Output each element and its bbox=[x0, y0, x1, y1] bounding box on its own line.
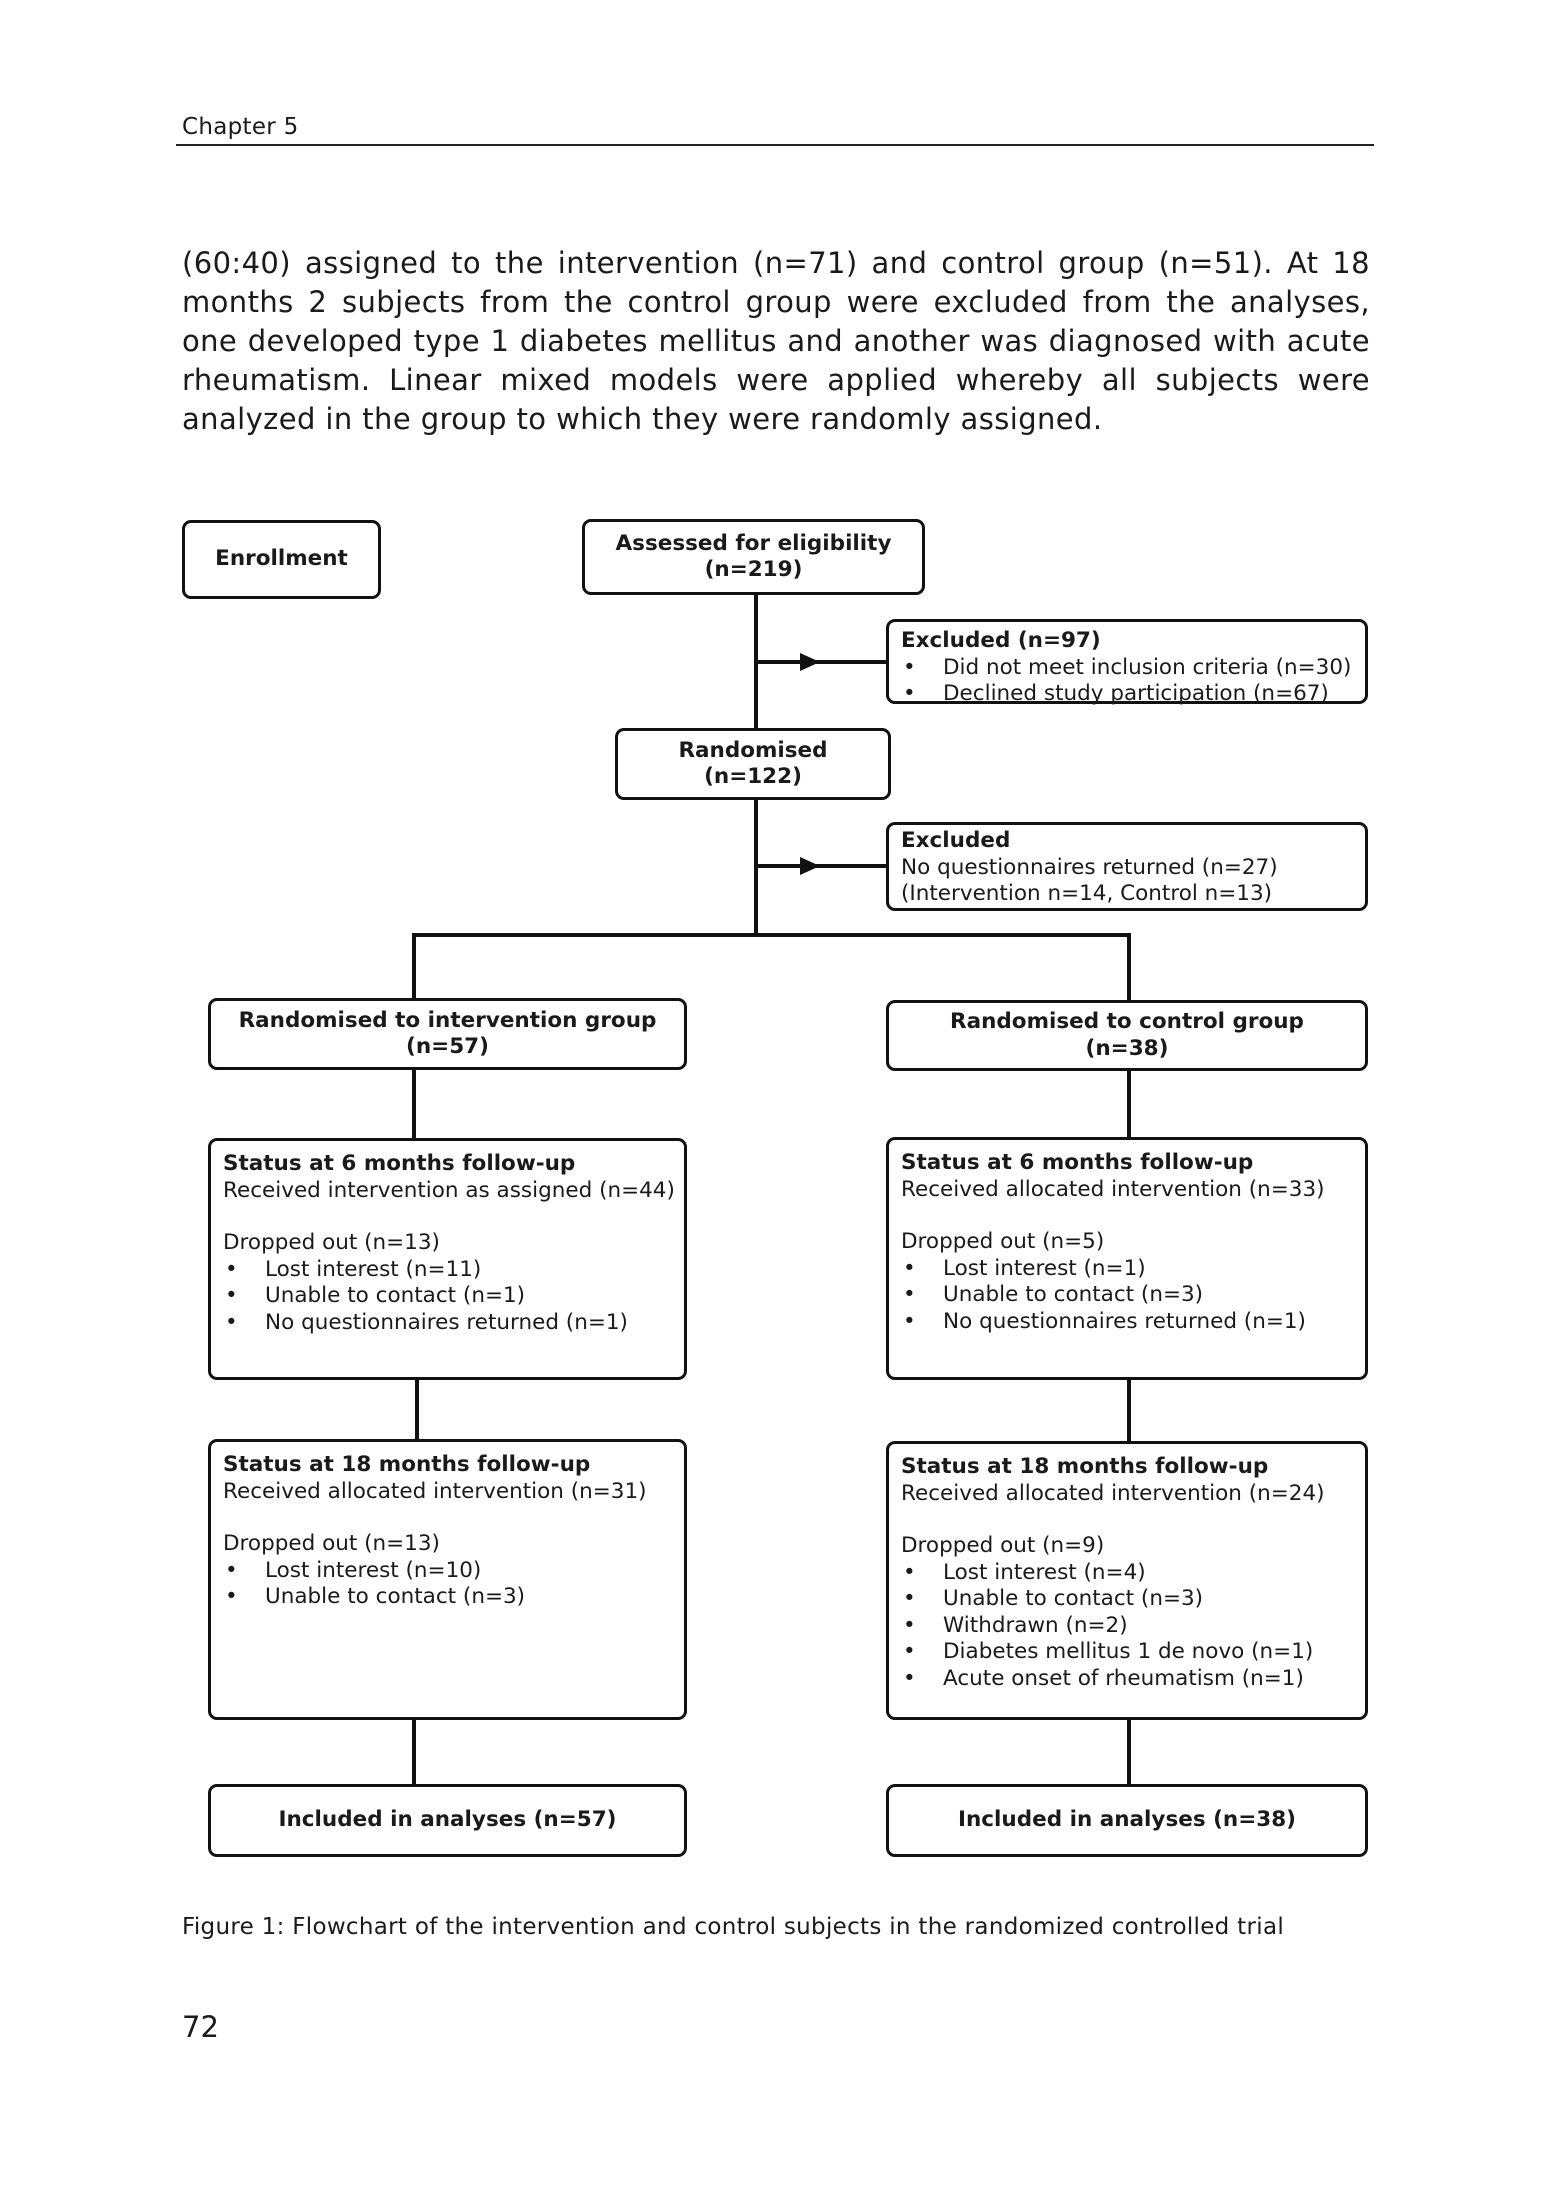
control-group-count: (n=38) bbox=[1085, 1035, 1169, 1061]
intervention-18m-item: Lost interest (n=10) bbox=[223, 1558, 672, 1585]
control-6m-item: No questionnaires returned (n=1) bbox=[901, 1309, 1353, 1336]
randomised-title: Randomised bbox=[678, 737, 828, 763]
intervention-18m-received: Received allocated intervention (n=31) bbox=[223, 1478, 647, 1504]
figure-caption: Figure 1: Flowchart of the intervention … bbox=[182, 1914, 1285, 1940]
control-6m-received: Received allocated intervention (n=33) bbox=[901, 1176, 1325, 1202]
enrollment-label: Enrollment bbox=[215, 546, 348, 572]
control-included-box: Included in analyses (n=38) bbox=[886, 1784, 1368, 1857]
arrow-excluded2 bbox=[800, 857, 820, 875]
excluded2-line: No questionnaires returned (n=27) bbox=[901, 854, 1278, 880]
arrow-excluded1 bbox=[800, 653, 820, 671]
intervention-18m-title: Status at 18 months follow-up bbox=[223, 1452, 591, 1477]
intervention-6m-item: No questionnaires returned (n=1) bbox=[223, 1310, 672, 1337]
header-rule bbox=[176, 144, 1374, 146]
control-6m-item: Unable to contact (n=3) bbox=[901, 1282, 1353, 1309]
intervention-6m-dropped: Dropped out (n=13) bbox=[223, 1230, 440, 1255]
assessed-title: Assessed for eligibility bbox=[615, 530, 892, 556]
intervention-18m-item: Unable to contact (n=3) bbox=[223, 1584, 672, 1611]
intervention-6m-item: Lost interest (n=11) bbox=[223, 1257, 672, 1284]
intervention-6m-box: Status at 6 months follow-up Received in… bbox=[208, 1138, 687, 1380]
excluded2-title: Excluded bbox=[901, 828, 1011, 853]
control-18m-item: Acute onset of rheumatism (n=1) bbox=[901, 1666, 1353, 1693]
assessed-box: Assessed for eligibility (n=219) bbox=[582, 519, 925, 595]
control-18m-box: Status at 18 months follow-up Received a… bbox=[886, 1441, 1368, 1720]
intervention-included-label: Included in analyses (n=57) bbox=[278, 1807, 617, 1833]
assessed-count: (n=219) bbox=[704, 557, 803, 582]
enrollment-box: Enrollment bbox=[182, 520, 381, 599]
intervention-6m-title: Status at 6 months follow-up bbox=[223, 1151, 576, 1176]
connector-split-left bbox=[412, 933, 416, 1001]
page-number: 72 bbox=[182, 2010, 219, 2044]
connector-left-group-6m bbox=[412, 1068, 416, 1139]
intervention-6m-item: Unable to contact (n=1) bbox=[223, 1283, 672, 1310]
connector-right-group-6m bbox=[1127, 1069, 1131, 1138]
randomised-box: Randomised (n=122) bbox=[615, 728, 891, 800]
control-18m-item: Lost interest (n=4) bbox=[901, 1560, 1353, 1587]
connector-split-right bbox=[1127, 933, 1131, 1003]
intervention-18m-dropped: Dropped out (n=13) bbox=[223, 1531, 440, 1556]
connector-right-6m-18m bbox=[1127, 1377, 1131, 1443]
intervention-group-title: Randomised to intervention group bbox=[238, 1007, 657, 1033]
intervention-6m-received: Received intervention as assigned (n=44) bbox=[223, 1177, 675, 1203]
excluded1-title: Excluded (n=97) bbox=[901, 628, 1101, 653]
excluded1-box: Excluded (n=97) Did not meet inclusion c… bbox=[886, 619, 1368, 707]
chapter-header: Chapter 5 bbox=[182, 114, 299, 140]
intervention-group-count: (n=57) bbox=[406, 1034, 489, 1059]
control-6m-dropped: Dropped out (n=5) bbox=[901, 1229, 1105, 1254]
body-paragraph: (60:40) assigned to the intervention (n=… bbox=[182, 246, 1370, 436]
connector-to-excluded1 bbox=[754, 660, 886, 664]
control-18m-received: Received allocated intervention (n=24) bbox=[901, 1480, 1325, 1506]
control-18m-item: Unable to contact (n=3) bbox=[901, 1586, 1353, 1613]
connector-to-excluded2 bbox=[754, 864, 886, 868]
intervention-included-box: Included in analyses (n=57) bbox=[208, 1784, 687, 1857]
excluded1-item: Declined study participation (n=67) bbox=[901, 681, 1353, 708]
connector-split-horizontal bbox=[412, 933, 1131, 937]
control-group-title: Randomised to control group bbox=[950, 1009, 1304, 1034]
connector-left-18m-included bbox=[412, 1718, 416, 1787]
intervention-group-box: Randomised to intervention group (n=57) bbox=[208, 998, 687, 1070]
excluded2-line: (Intervention n=14, Control n=13) bbox=[901, 881, 1273, 906]
connector-left-6m-18m bbox=[415, 1377, 419, 1441]
connector-right-18m-included bbox=[1127, 1718, 1131, 1787]
control-18m-title: Status at 18 months follow-up bbox=[901, 1454, 1269, 1479]
control-6m-box: Status at 6 months follow-up Received al… bbox=[886, 1137, 1368, 1380]
control-18m-dropped: Dropped out (n=9) bbox=[901, 1533, 1105, 1558]
intervention-18m-box: Status at 18 months follow-up Received a… bbox=[208, 1439, 687, 1720]
control-included-label: Included in analyses (n=38) bbox=[958, 1807, 1296, 1833]
randomised-count: (n=122) bbox=[704, 764, 802, 789]
control-6m-title: Status at 6 months follow-up bbox=[901, 1150, 1254, 1175]
control-18m-item: Withdrawn (n=2) bbox=[901, 1613, 1353, 1640]
control-group-box: Randomised to control group (n=38) bbox=[886, 1000, 1368, 1071]
control-18m-item: Diabetes mellitus 1 de novo (n=1) bbox=[901, 1639, 1353, 1666]
excluded2-box: Excluded No questionnaires returned (n=2… bbox=[886, 822, 1368, 911]
excluded1-item: Did not meet inclusion criteria (n=30) bbox=[901, 655, 1353, 682]
control-6m-item: Lost interest (n=1) bbox=[901, 1256, 1353, 1283]
